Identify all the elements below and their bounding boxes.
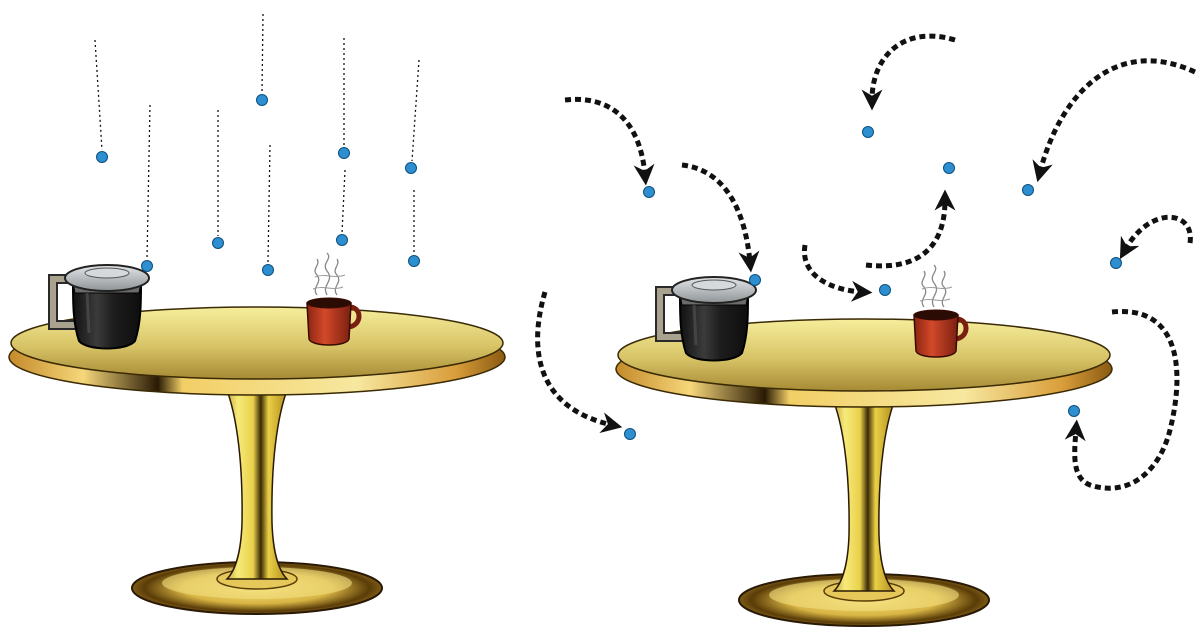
particle [749, 274, 761, 286]
particle [262, 264, 274, 276]
left-table-icon [9, 253, 505, 614]
particle [141, 260, 153, 272]
particle [943, 162, 955, 174]
right-table-icon [616, 265, 1112, 626]
particle [212, 237, 224, 249]
particle [338, 147, 350, 159]
particle [408, 255, 420, 267]
particle [879, 284, 891, 296]
particle [405, 162, 417, 174]
particle [96, 151, 108, 163]
particle [1068, 405, 1080, 417]
left-trails [94, 13, 420, 263]
right-particles [624, 126, 1122, 440]
particle [1022, 184, 1034, 196]
right-scene [535, 33, 1197, 626]
left-particles [96, 94, 420, 276]
particle [862, 126, 874, 138]
particle [643, 186, 655, 198]
particle [336, 234, 348, 246]
left-scene [9, 13, 505, 614]
right-arrows [535, 33, 1197, 491]
particle [1110, 257, 1122, 269]
particle [624, 428, 636, 440]
particle [256, 94, 268, 106]
